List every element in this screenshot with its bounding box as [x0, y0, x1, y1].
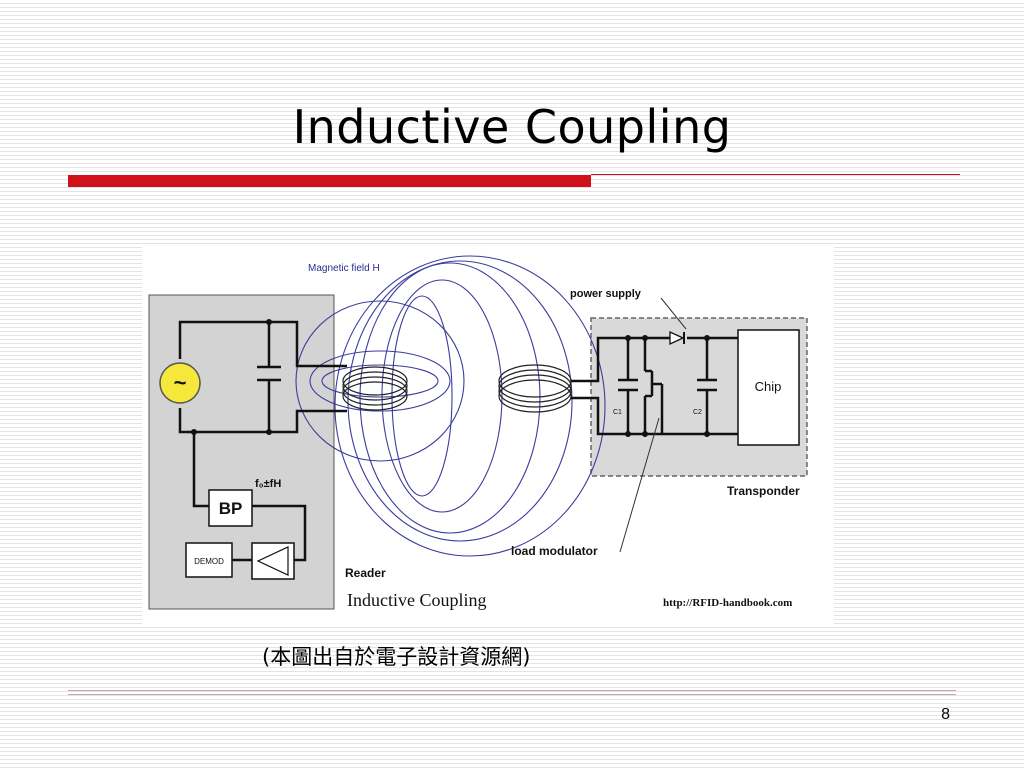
transponder-circuit	[571, 336, 738, 436]
inductive-coupling-label: Inductive Coupling	[347, 590, 486, 610]
ac-source-label: ~	[174, 370, 187, 395]
magnetic-field-lines	[295, 255, 606, 557]
transponder-coil	[498, 364, 572, 413]
title-underline-red	[68, 175, 591, 187]
inductive-coupling-diagram: ~ BP DEMOD	[142, 246, 834, 624]
load-modulator-pointer	[619, 417, 660, 553]
page-number: 8	[941, 706, 950, 723]
magnetic-field-label: Magnetic field H	[308, 263, 380, 274]
chip-block	[737, 329, 800, 446]
source-url: http://RFID-handbook.com	[663, 597, 792, 609]
title-underline-thin	[591, 174, 960, 175]
load-modulator-label: load modulator	[511, 544, 598, 558]
reader-coil	[342, 366, 408, 411]
amplifier-triangle	[256, 546, 289, 576]
slide-title: Inductive Coupling	[292, 100, 732, 154]
c2-label: C2	[693, 409, 702, 416]
bp-label: BP	[219, 499, 243, 518]
bp-filter-block	[208, 489, 253, 527]
power-supply-pointer	[660, 297, 687, 330]
diode-symbol	[669, 330, 685, 346]
frequency-label: f₀±fH	[255, 478, 281, 490]
demod-block	[185, 542, 233, 578]
demod-label: DEMOD	[194, 557, 224, 566]
reader-label: Reader	[345, 566, 386, 580]
diagram-source-caption: (本圖出自於電子設計資源網)	[262, 645, 531, 669]
ac-source-symbol	[159, 362, 201, 404]
chip-label: Chip	[755, 379, 782, 394]
c1-label: C1	[613, 409, 622, 416]
footer-divider-top	[68, 690, 956, 691]
reader-circuit	[178, 320, 347, 562]
transponder-label: Transponder	[727, 484, 800, 498]
footer-divider-bottom	[68, 694, 956, 695]
diagram-svg: ~ BP DEMOD	[148, 255, 808, 610]
power-supply-label: power supply	[570, 288, 642, 300]
